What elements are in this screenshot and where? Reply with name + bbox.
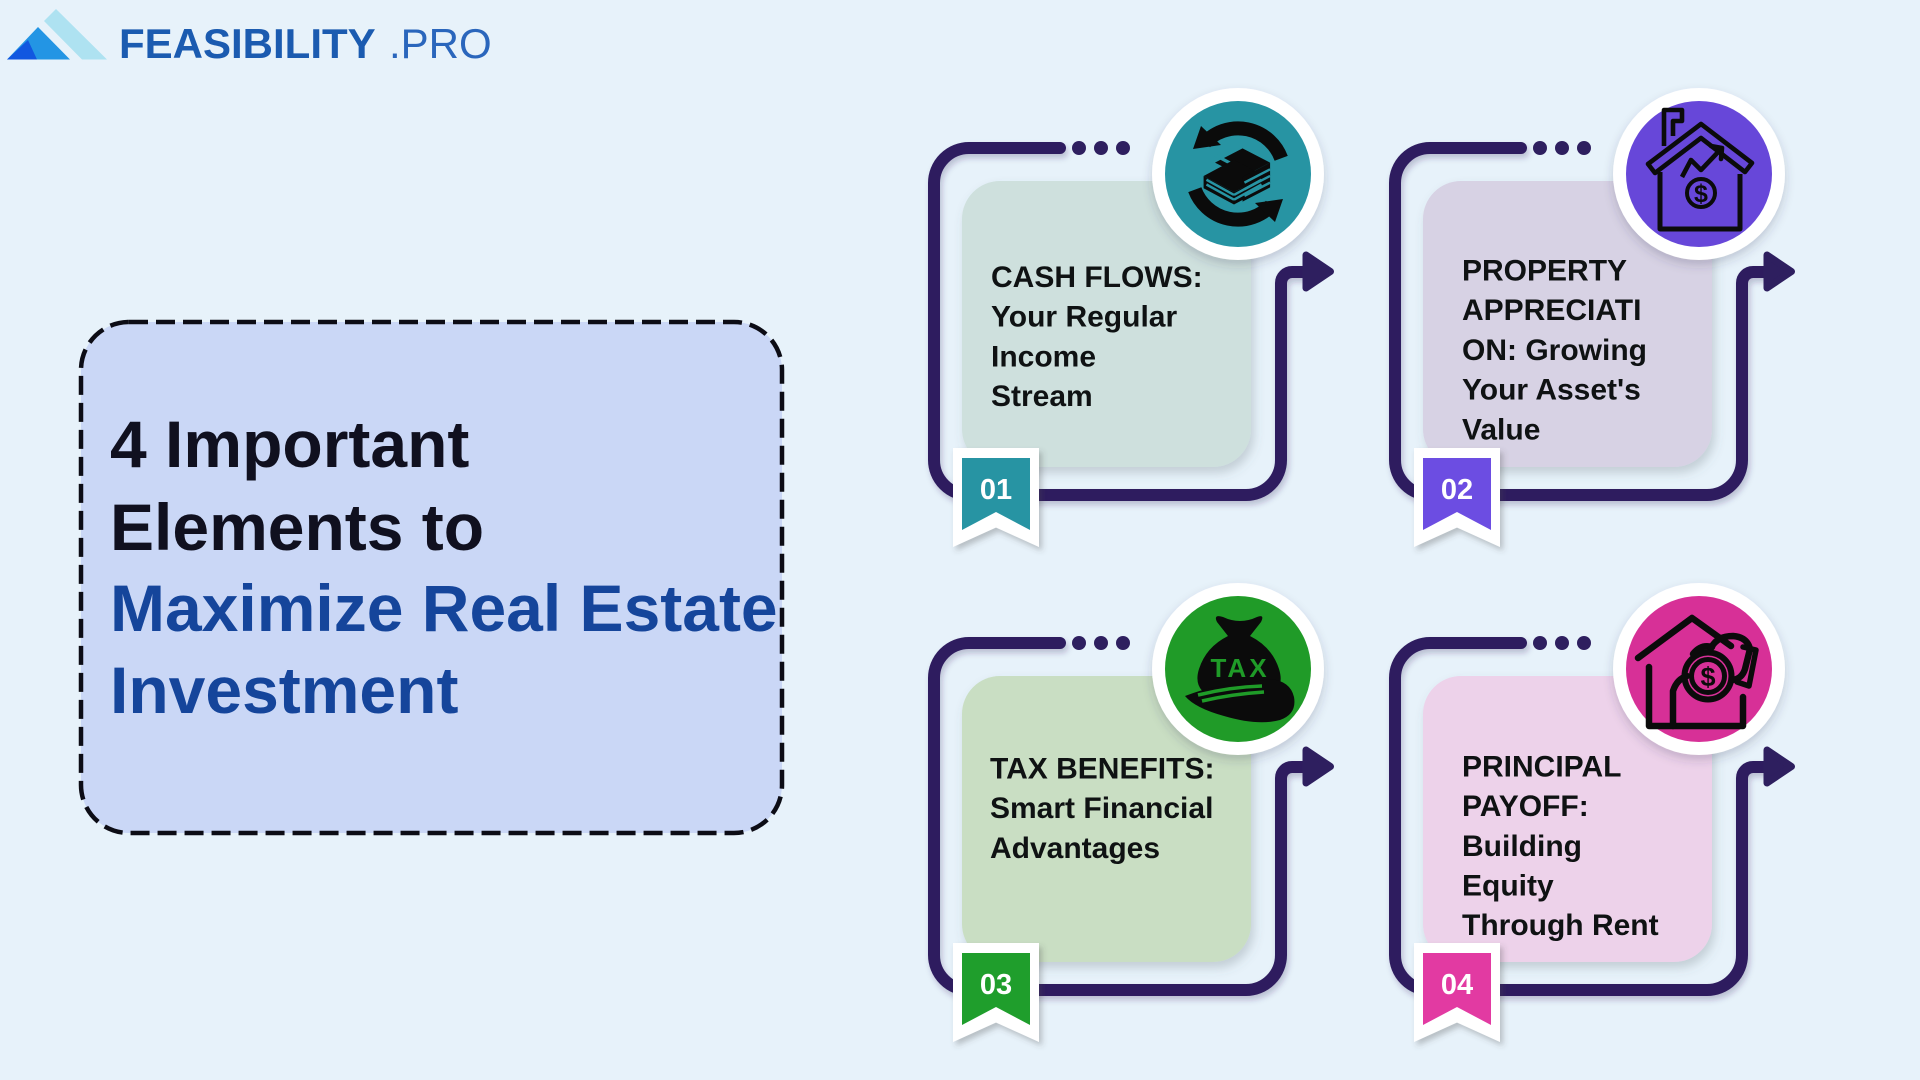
svg-text:Stream: Stream [991, 380, 1093, 413]
svg-text:TAX BENEFITS:: TAX BENEFITS: [990, 753, 1214, 786]
svg-text:01: 01 [980, 474, 1012, 506]
svg-text:02: 02 [1441, 474, 1473, 506]
svg-text:Equity: Equity [1462, 870, 1554, 903]
svg-text:Through Rent: Through Rent [1462, 909, 1659, 942]
svg-text:PAYOFF:: PAYOFF: [1462, 790, 1589, 823]
svg-text:.PRO: .PRO [389, 20, 492, 67]
svg-text:Elements to: Elements to [110, 490, 484, 564]
svg-text:Your Asset's: Your Asset's [1462, 374, 1641, 407]
svg-text:Investment: Investment [110, 653, 458, 727]
svg-text:APPRECIATI: APPRECIATI [1462, 294, 1641, 327]
svg-text:Your Regular: Your Regular [991, 301, 1177, 334]
svg-text:Advantages: Advantages [990, 832, 1160, 865]
svg-text:4 Important: 4 Important [110, 407, 469, 481]
svg-text:04: 04 [1441, 969, 1473, 1001]
svg-text:03: 03 [980, 969, 1012, 1001]
svg-text:PRINCIPAL: PRINCIPAL [1462, 750, 1621, 783]
svg-text:Value: Value [1462, 413, 1540, 446]
svg-text:Maximize Real Estate: Maximize Real Estate [110, 571, 778, 645]
svg-text:Smart Financial: Smart Financial [990, 792, 1213, 825]
svg-text:Income: Income [991, 340, 1096, 373]
svg-text:FEASIBILITY: FEASIBILITY [119, 20, 376, 67]
svg-text:PROPERTY: PROPERTY [1462, 255, 1627, 288]
svg-text:ON: Growing: ON: Growing [1462, 334, 1647, 367]
svg-text:CASH FLOWS:: CASH FLOWS: [991, 261, 1203, 294]
svg-text:Building: Building [1462, 830, 1582, 863]
svg-text:$: $ [1700, 662, 1715, 692]
svg-text:TAX: TAX [1210, 653, 1269, 683]
svg-text:$: $ [1694, 180, 1708, 208]
